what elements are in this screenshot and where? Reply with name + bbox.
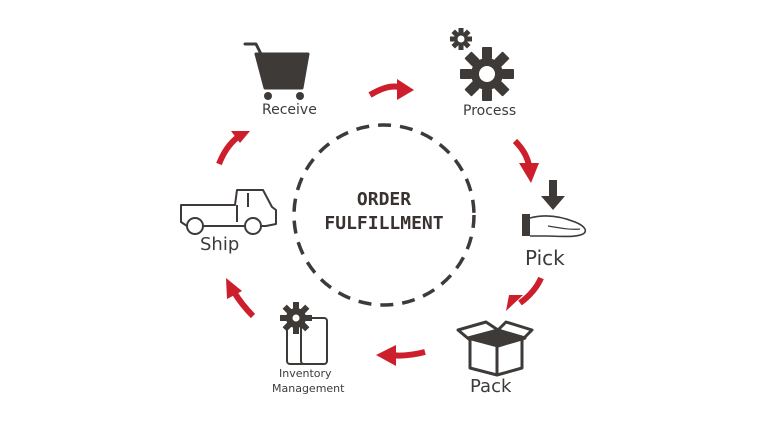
clipboard-gear-icon	[280, 302, 328, 365]
center-title-line-2: FULFILLMENT	[324, 213, 444, 234]
step-label-pack: Pack	[470, 376, 512, 397]
gears-icon	[450, 28, 514, 101]
step-label-process: Process	[463, 103, 517, 119]
cycle-arrowheads	[226, 79, 539, 366]
arrow-ship-to-receive	[216, 134, 240, 166]
hand-receiving-box-icon	[522, 180, 587, 238]
step-label-inventory-line-2: Management	[272, 382, 345, 395]
arrow-pick-to-pack	[518, 276, 544, 306]
arrow-pack-to-inventory	[390, 349, 426, 359]
step-label-inventory-line-1: Inventory	[279, 367, 332, 380]
step-label-ship: Ship	[200, 234, 240, 255]
arrow-inventory-to-ship	[231, 290, 256, 319]
step-label-receive: Receive	[262, 102, 317, 118]
arrow-process-to-pick	[512, 138, 532, 167]
open-box-icon	[456, 320, 534, 377]
center-dashed-circle	[292, 123, 476, 307]
shopping-cart-icon	[243, 42, 310, 100]
center-title-line-1: ORDER	[356, 189, 412, 210]
step-label-pick: Pick	[525, 246, 565, 270]
pickup-truck-icon	[180, 189, 277, 235]
